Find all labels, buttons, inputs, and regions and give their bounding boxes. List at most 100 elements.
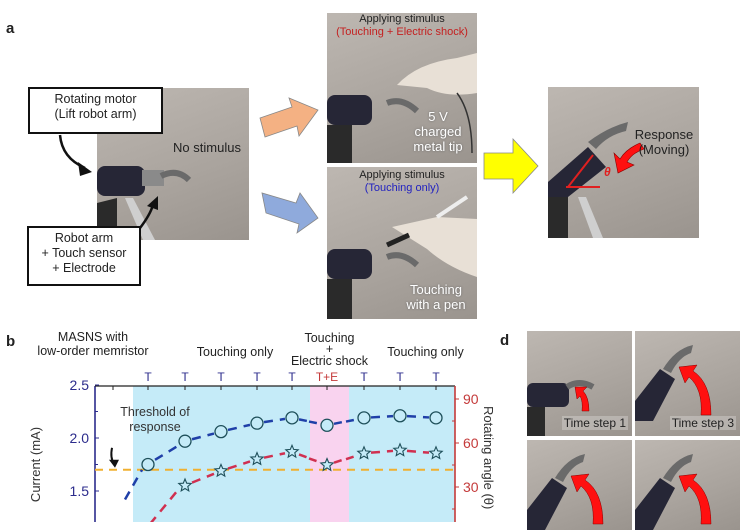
yellow-arrow-icon — [483, 137, 539, 195]
label-touching-electric-shock: Touching + Electric shock — [282, 331, 377, 368]
orange-arrow-icon — [259, 97, 319, 138]
angle-point — [284, 443, 300, 459]
arm-pointer-arrow-icon — [139, 196, 158, 229]
photo-touching-only: Applying stimulus (Touching only) Touchi… — [327, 167, 477, 319]
response-line-2: (Moving) — [638, 142, 690, 157]
touch-note-line-2: with a pen — [406, 297, 466, 312]
panel-b-label: b — [6, 333, 16, 350]
angle-connector — [308, 457, 321, 464]
threshold-pointer-head-icon — [109, 459, 119, 468]
touch-scene-illustration — [327, 195, 477, 319]
angle-connector — [263, 452, 286, 459]
current-connector — [263, 417, 286, 424]
robot-arm-frame-illustration — [635, 345, 712, 421]
time-step-frame-3 — [527, 440, 632, 530]
x-tick-label: T — [144, 370, 152, 384]
shock-line-3: Electric shock — [290, 354, 369, 368]
right-tick-label: 90 — [463, 391, 479, 407]
shock-subtitle: (Touching + Electric shock) — [336, 26, 468, 38]
robot-arm-frame-illustration — [527, 380, 595, 436]
blue-arrow-icon — [261, 192, 319, 234]
current-connector — [370, 414, 394, 419]
shock-note-line-2: charged — [414, 124, 462, 139]
current-connector — [191, 432, 215, 441]
shock-note-line-3: metal tip — [413, 139, 463, 154]
time-step-frame-1: Time step 1 — [527, 331, 632, 436]
y2-axis-title: Rotating angle (θ) — [481, 406, 496, 509]
panel-a-label: a — [6, 20, 15, 37]
label-low-order-memristor: MASNS with low-order memristor — [28, 330, 158, 358]
callout-motor-line-1: Rotating motor — [54, 92, 137, 106]
current-connector — [227, 423, 251, 432]
robot-arm-frame-illustration — [527, 454, 604, 530]
photo-electric-shock: Applying stimulus (Touching + Electric s… — [327, 13, 477, 163]
callout-arm-line-1: Robot arm — [54, 231, 114, 245]
response-line-1: Response — [634, 127, 694, 142]
current-point — [141, 457, 155, 472]
low-order-line-2: low-order memristor — [37, 344, 149, 358]
low-order-line-1: MASNS with — [57, 330, 129, 344]
angle-point — [177, 477, 193, 492]
callout-arm-line-2: + Touch sensor — [41, 246, 127, 260]
angle-point — [249, 451, 265, 466]
response-scene-illustration — [548, 122, 645, 238]
angle-connector — [333, 457, 346, 464]
touch-subtitle: (Touching only) — [364, 182, 440, 194]
shock-note: 5 V charged metal tip — [405, 109, 471, 154]
threshold-label: Threshold of response — [100, 405, 210, 435]
current-point — [250, 416, 264, 430]
response-label: Response (Moving) — [630, 127, 698, 157]
robot-arm-frame-illustration — [635, 454, 712, 530]
time-step-frame-2: Time step 3 — [635, 331, 740, 436]
touch-title: Applying stimulus — [359, 169, 445, 181]
theta-label: θ — [604, 165, 611, 179]
motion-arrow-icon — [570, 473, 604, 525]
angle-point — [319, 457, 335, 472]
callout-arm-line-3: + Electrode — [52, 261, 116, 275]
motor-pointer-arrow-icon — [58, 134, 92, 176]
left-tick-label: 2.0 — [70, 430, 90, 446]
x-tick-label: T — [217, 370, 225, 384]
left-tick-label: 1.5 — [70, 483, 90, 499]
right-tick-label: 60 — [463, 435, 479, 451]
callout-arrows — [58, 97, 539, 234]
panel-d-label: d — [500, 332, 510, 349]
right-tick-label: 30 — [463, 479, 479, 495]
angle-connector — [370, 449, 394, 454]
shock-scene-illustration — [327, 53, 477, 163]
region-touching-electric-shock — [310, 386, 349, 522]
touch-note: Touching with a pen — [397, 282, 475, 312]
angle-connector — [191, 472, 215, 484]
angle-point — [213, 462, 229, 478]
current-point — [357, 411, 371, 425]
no-stimulus-text: No stimulus — [173, 140, 241, 155]
x-tick-label: T — [253, 370, 261, 384]
angle-point — [392, 442, 408, 457]
current-connector — [154, 444, 179, 461]
left-tick-label: 2.5 — [70, 377, 90, 393]
shock-note-line-1: 5 V — [428, 109, 448, 124]
angle-connector — [345, 454, 358, 461]
time-step-label: Time step 1 — [561, 416, 628, 430]
current-connector — [345, 418, 358, 423]
motion-arrow-icon — [678, 473, 712, 525]
current-point — [178, 434, 192, 448]
angle-point — [356, 445, 372, 460]
time-step-label: Time step 3 — [669, 416, 736, 430]
angle-point — [428, 445, 444, 460]
label-touching-only-2: Touching only — [387, 345, 464, 359]
x-tick-label: T+E — [316, 370, 338, 384]
x-tick-label: T — [288, 370, 296, 384]
current-connector — [123, 469, 144, 501]
x-tick-label: T — [181, 370, 189, 384]
threshold-line-2: response — [129, 420, 181, 434]
threshold-line-1: Threshold of — [120, 405, 190, 419]
current-connector — [298, 418, 311, 423]
current-point — [285, 411, 299, 425]
current-point — [393, 409, 407, 423]
angle-connector — [150, 489, 179, 522]
angle-connector — [298, 453, 311, 460]
response-curved-arrow-icon — [613, 142, 645, 174]
touch-note-line-1: Touching — [409, 282, 463, 297]
